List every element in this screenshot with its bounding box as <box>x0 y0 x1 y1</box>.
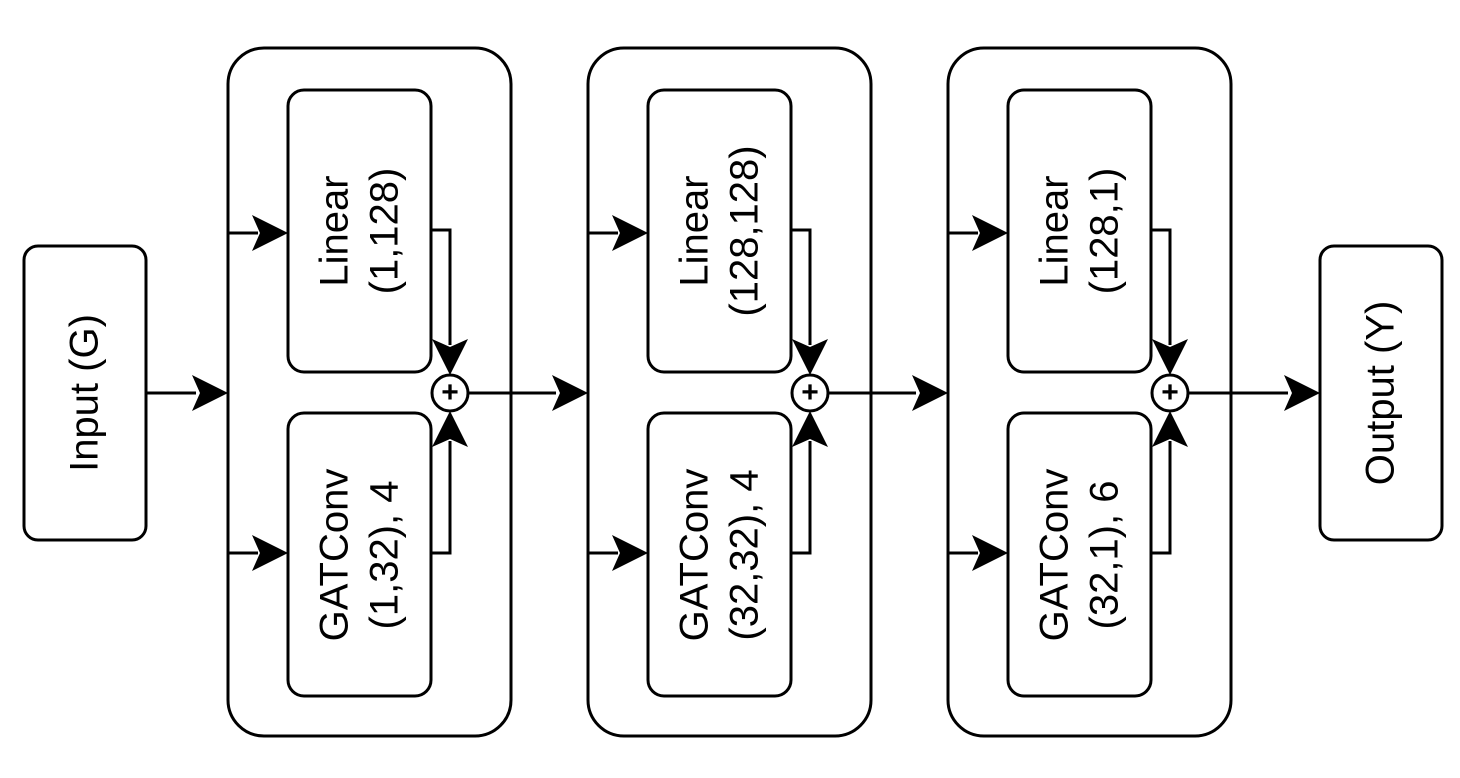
gatconv-1-name: GATConv <box>313 469 357 642</box>
linear-block-1: Linear (1,128) <box>286 88 433 374</box>
arrow-layer3-to-output <box>1188 375 1320 411</box>
gatconv-2-name: GATConv <box>673 469 717 642</box>
plus-icon: + <box>801 376 819 409</box>
arrow-layer2-to-layer3 <box>828 375 948 411</box>
gatconv-block-1: GATConv (1,32), 4 <box>286 411 433 698</box>
input-label: Input (G) <box>63 314 107 472</box>
linear-block-2: Linear (128,128) <box>646 88 793 374</box>
gatconv-1-params: (1,32), 4 <box>363 481 407 630</box>
linear-3-name: Linear <box>1033 175 1077 286</box>
gatconv-block-3: GATConv (32,1), 6 <box>1006 411 1153 698</box>
input-node: Input (G) <box>22 244 148 542</box>
arrow-layer1-to-layer2 <box>468 375 588 411</box>
linear-block-3: Linear (128,1) <box>1006 88 1153 374</box>
layer-block-2: Linear (128,128) GATConv (32,32), 4 + <box>586 46 873 738</box>
output-label: Output (Y) <box>1359 301 1403 486</box>
sum-node-3: + <box>1150 373 1190 413</box>
output-node: Output (Y) <box>1318 244 1444 542</box>
linear-1-dims: (1,128) <box>363 168 407 295</box>
arrow-input-to-layer1 <box>146 375 228 411</box>
layer-block-1: Linear (1,128) GATConv (1,32), 4 + <box>226 46 513 738</box>
linear-2-dims: (128,128) <box>723 145 767 316</box>
sum-node-2: + <box>790 373 830 413</box>
gatconv-3-name: GATConv <box>1033 469 1077 642</box>
gatconv-2-params: (32,32), 4 <box>723 469 767 640</box>
linear-3-dims: (128,1) <box>1083 168 1127 295</box>
plus-icon: + <box>441 376 459 409</box>
sum-node-1: + <box>430 373 470 413</box>
linear-1-name: Linear <box>313 175 357 286</box>
plus-icon: + <box>1161 376 1179 409</box>
gatconv-block-2: GATConv (32,32), 4 <box>646 411 793 698</box>
gatconv-3-params: (32,1), 6 <box>1083 481 1127 630</box>
layer-block-3: Linear (128,1) GATConv (32,1), 6 + <box>946 46 1233 738</box>
linear-2-name: Linear <box>673 175 717 286</box>
